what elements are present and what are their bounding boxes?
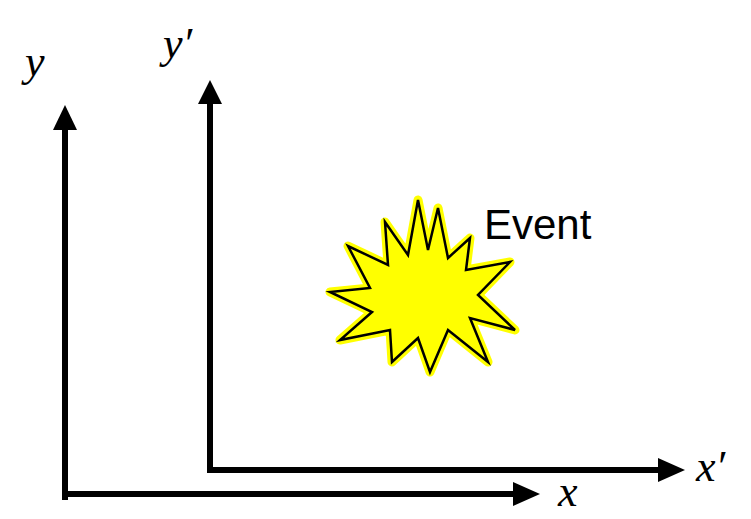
frame-s bbox=[53, 105, 540, 506]
y-arrowhead bbox=[53, 105, 77, 130]
axis-label: x′ bbox=[696, 445, 725, 489]
y-axis bbox=[62, 128, 68, 500]
frame-s-prime bbox=[198, 80, 685, 482]
y-prime-arrowhead bbox=[198, 80, 222, 104]
event-label: Event bbox=[484, 204, 591, 246]
axis-label: y′ bbox=[163, 22, 192, 66]
x-arrowhead bbox=[513, 482, 540, 506]
x-prime-axis bbox=[207, 467, 660, 473]
axis-label: x bbox=[558, 470, 578, 514]
x-axis bbox=[62, 491, 515, 497]
y-prime-axis bbox=[207, 102, 213, 473]
axis-label: y bbox=[25, 40, 45, 84]
x-prime-arrowhead bbox=[658, 458, 685, 482]
